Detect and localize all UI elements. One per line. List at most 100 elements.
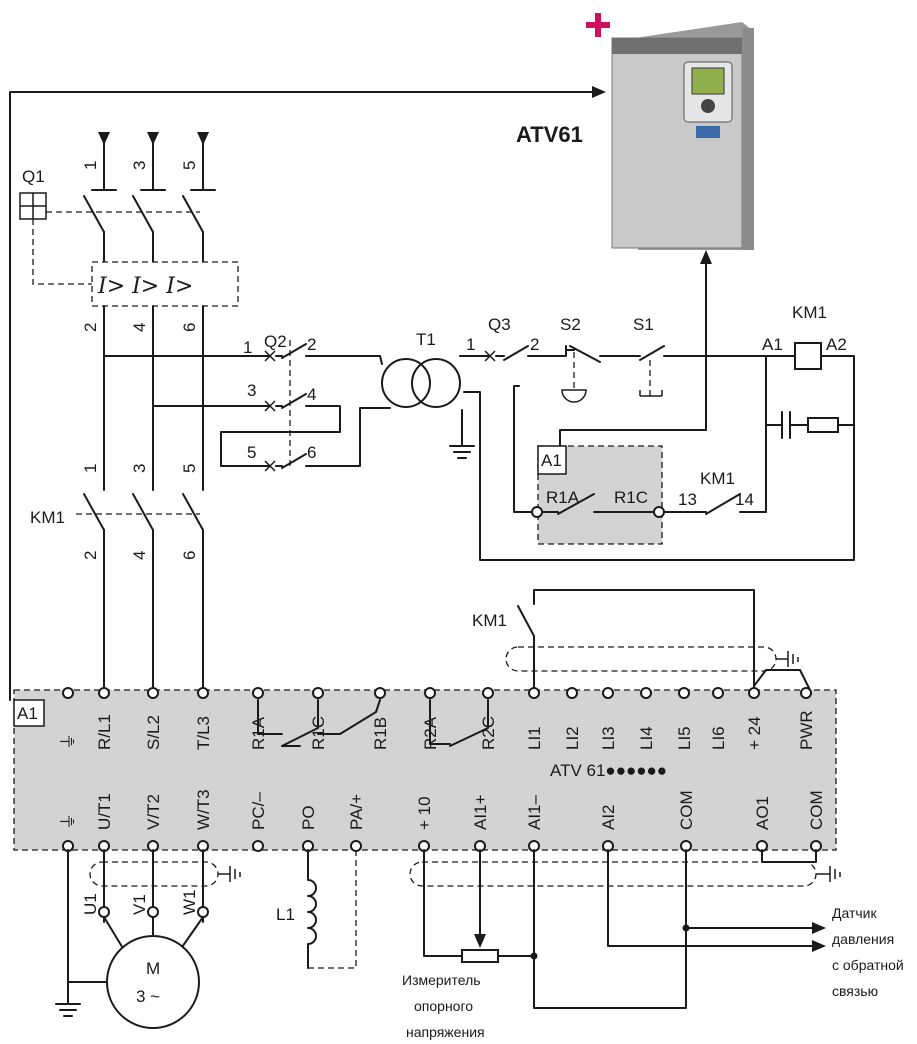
drive-top-terminal-label-15: + 24	[745, 716, 764, 750]
ground-icon	[55, 981, 81, 1017]
inductor-icon	[307, 849, 317, 969]
drive-top-terminal-4	[252, 687, 264, 699]
drive-bottom-terminal-label-2: V/T2	[144, 794, 163, 830]
q2-pin-4: 4	[307, 385, 316, 404]
s2-mushroom-button-icon	[559, 345, 621, 403]
drive-r1-contact	[257, 699, 319, 747]
q2-loop	[220, 431, 271, 467]
svg-text:связью: связью	[832, 983, 878, 999]
km1-main-label: KM1	[30, 508, 65, 527]
drive-top-terminal-label-1: R/L1	[95, 714, 114, 750]
drive-bottom-terminal-6	[350, 840, 362, 852]
s2-label: S2	[560, 315, 581, 334]
q2-label: Q2	[264, 332, 287, 351]
shield-analog	[409, 861, 817, 887]
q1-symbol-icon	[19, 192, 47, 220]
km1-coil	[794, 342, 822, 370]
supply-terminals	[91, 132, 216, 191]
inductor-return	[308, 850, 357, 969]
drive-top-terminal-15	[748, 687, 760, 699]
q1-top-3: 3	[130, 161, 149, 170]
q1-contacts	[83, 195, 204, 233]
motor-lead-u1: U1	[81, 893, 100, 915]
svg-text:Измеритель: Измеритель	[402, 972, 481, 988]
svg-text:с обратной: с обратной	[832, 957, 904, 973]
relay-r1a-label: R1A	[546, 488, 580, 507]
drive-top-terminal-label-12: LI4	[637, 726, 656, 750]
drive-bottom-terminal-label-4: PC/–	[249, 792, 268, 830]
q2-pin-5: 5	[247, 443, 256, 462]
km1-li1-label: KM1	[472, 611, 507, 630]
t1-pin-1: 1	[466, 335, 475, 354]
drive-top-terminal-7	[424, 687, 436, 699]
relay-terminal-r1a	[531, 506, 543, 518]
drive-bottom-terminal-label-8: AI1+	[471, 794, 490, 830]
coil-a2-label: A2	[826, 335, 847, 354]
q2-pin-1: 1	[243, 338, 252, 357]
drive-link	[559, 355, 707, 447]
t1-label: T1	[416, 330, 436, 349]
drive-a1-label: A1	[17, 704, 38, 723]
km1-aux-label: KM1	[700, 469, 735, 488]
km1-top-3: 3	[130, 464, 149, 473]
svg-text:напряжения: напряжения	[406, 1024, 485, 1040]
shield-ground-icon	[218, 866, 241, 882]
drive-bottom-terminal-label-6: PA/+	[347, 794, 366, 830]
drive-a1-box	[13, 699, 45, 727]
drive-top-terminal-5	[312, 687, 324, 699]
coil-a1-label: A1	[762, 335, 783, 354]
drive-model-label: ATV 61●●●●●●	[550, 761, 667, 780]
svg-text:Датчик: Датчик	[832, 905, 877, 921]
overcurrent-box	[91, 261, 239, 307]
drive-bottom-terminal-label-3: W/T3	[194, 789, 213, 830]
potentiometer-icon	[461, 949, 499, 963]
km1-top-5: 5	[180, 464, 199, 473]
svg-text:давления: давления	[832, 931, 894, 947]
drive-top-terminal-label-13: LI5	[675, 726, 694, 750]
atv61-product-image	[611, 22, 754, 250]
q1-bottom-6: 6	[180, 323, 199, 332]
drive-top-terminal-label-2: S/L2	[144, 715, 163, 750]
transformer-icon	[381, 358, 461, 408]
drive-top-terminal-8	[482, 687, 494, 699]
drive-top-terminal-label-8: R2C	[479, 716, 498, 750]
q1-link	[32, 211, 200, 285]
drive-top-terminal-1	[98, 687, 110, 699]
drive-top-terminal-label-3: T/L3	[194, 716, 213, 750]
q2-contacts	[220, 343, 391, 472]
km1-bottom-4: 4	[130, 551, 149, 560]
drive-top-terminal-14	[712, 687, 724, 699]
drive-bottom-terminal-label-9: AI1–	[525, 794, 544, 830]
svg-text:опорного: опорного	[414, 998, 473, 1014]
drive-top-terminal-13	[678, 687, 690, 699]
drive-top-terminal-label-4: R1A	[249, 716, 268, 750]
drive-top-terminal-10	[566, 687, 578, 699]
q2-pin-6: 6	[307, 443, 316, 462]
q2-feed	[103, 355, 271, 407]
q2-pin-3: 3	[247, 381, 256, 400]
arrow-up-icon	[700, 250, 712, 264]
drive-bottom-terminal-label-1: U/T1	[95, 793, 114, 830]
drive-bottom-terminal-label-7: + 10	[415, 796, 434, 830]
q2-pin-2: 2	[307, 335, 316, 354]
t1-secondary	[459, 355, 489, 447]
wiper-arrow-icon	[474, 934, 486, 948]
plus-badge-icon	[586, 13, 610, 37]
relay-a1-box	[537, 445, 567, 475]
drive-bottom-terminal-label-12: AO1	[753, 796, 772, 830]
ref-wiring	[423, 849, 687, 1009]
sensor-annotation: Датчик давления с обратной связью	[832, 905, 904, 999]
s1-pushbutton-icon	[619, 345, 767, 397]
motor-lead-w1: W1	[180, 890, 199, 916]
q3-label: Q3	[488, 315, 511, 334]
drive-top-terminal-12	[640, 687, 652, 699]
shield-ground-icon	[816, 866, 841, 882]
overcurrent-label: I> I> I>	[97, 274, 193, 299]
q1-top-1: 1	[81, 161, 100, 170]
drive-top-terminal-label-6: R1B	[371, 717, 390, 750]
km1-contacts	[83, 493, 204, 531]
km1-top-1: 1	[81, 464, 100, 473]
